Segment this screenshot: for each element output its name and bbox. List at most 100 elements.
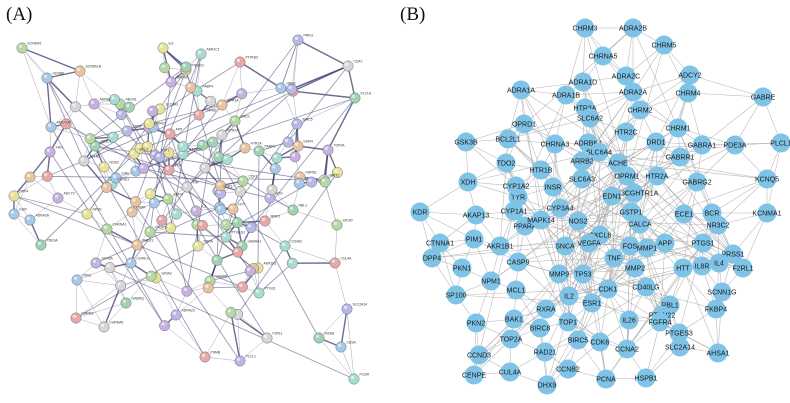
protein-node[interactable] [81, 208, 93, 220]
protein-node[interactable] [199, 162, 211, 174]
protein-node[interactable] [171, 208, 182, 220]
protein-node[interactable] [165, 222, 177, 234]
protein-node[interactable] [192, 240, 204, 252]
node-fos[interactable]: FOS [620, 236, 640, 256]
node-gabre[interactable]: GABRE [751, 87, 776, 107]
protein-node[interactable] [253, 145, 265, 157]
protein-node[interactable] [164, 128, 176, 140]
protein-node[interactable] [341, 303, 353, 315]
node-cd40lg[interactable]: CD40LG [632, 277, 660, 297]
node-rad21[interactable]: RAD21 [534, 342, 557, 362]
node-pim1[interactable]: PIM1 [464, 229, 484, 249]
node-ppara[interactable]: PPARA [513, 216, 537, 236]
protein-node[interactable] [52, 192, 64, 204]
node-birc5[interactable]: BIRC5 [568, 330, 589, 350]
node-pkn2[interactable]: PKN2 [466, 313, 486, 333]
protein-node[interactable] [234, 185, 246, 197]
node-chrm5[interactable]: CHRM5 [652, 35, 677, 55]
protein-node[interactable] [293, 177, 305, 189]
node-top1[interactable]: TOP1 [558, 312, 578, 332]
node-pkn1[interactable]: PKN1 [452, 258, 472, 278]
protein-node[interactable] [70, 101, 81, 113]
protein-node[interactable] [232, 217, 243, 229]
node-bak1[interactable]: BAK1 [504, 309, 524, 329]
protein-node[interactable] [292, 140, 304, 152]
protein-node[interactable] [245, 222, 257, 233]
protein-node[interactable] [286, 257, 298, 269]
node-dhx9[interactable]: DHX9 [537, 375, 557, 395]
protein-node[interactable] [211, 254, 223, 266]
protein-node[interactable] [331, 219, 343, 231]
node-ahsa1[interactable]: AHSA1 [707, 343, 730, 363]
protein-node[interactable] [78, 155, 90, 167]
node-ccna2[interactable]: CCNA2 [615, 339, 639, 359]
protein-node[interactable] [261, 332, 273, 344]
protein-node[interactable] [181, 285, 193, 297]
node-top2a[interactable]: TOP2A [500, 329, 523, 349]
node-cenpe[interactable]: CENPE [462, 365, 486, 385]
node-ccnb2[interactable]: CCNB2 [556, 359, 580, 379]
node-ptges3[interactable]: PTGES3 [665, 323, 693, 343]
node-drd1[interactable]: DRD1 [646, 132, 666, 152]
protein-node[interactable] [88, 98, 100, 110]
node-app[interactable]: APP [655, 233, 675, 253]
node-slc2a14[interactable]: SLC2A14 [665, 337, 695, 357]
protein-node[interactable] [101, 223, 113, 235]
protein-node[interactable] [322, 144, 334, 156]
protein-node[interactable] [163, 164, 175, 176]
node-arrb2[interactable]: ARRB2 [570, 151, 594, 171]
node-cyp3a4[interactable]: CYP3A4 [547, 198, 574, 218]
node-htr2c[interactable]: HTR2C [614, 122, 638, 142]
node-ptgs1[interactable]: PTGS1 [692, 233, 715, 253]
protein-node[interactable] [16, 42, 28, 54]
protein-node[interactable] [123, 101, 135, 113]
node-casp9[interactable]: CASP9 [507, 252, 530, 272]
node-slc6a2[interactable]: SLC6A2 [577, 108, 603, 128]
node-tdo2[interactable]: TDO2 [496, 153, 516, 173]
protein-node[interactable] [70, 312, 82, 324]
node-npm1[interactable]: NPM1 [481, 271, 501, 291]
node-adra1b[interactable]: ADRA1B [552, 85, 580, 105]
protein-node[interactable] [319, 176, 331, 188]
node-chrna3[interactable]: CHRNA3 [541, 134, 570, 154]
node-hspb1[interactable]: HSPB1 [635, 368, 658, 388]
node-htt[interactable]: HTT [673, 258, 693, 278]
protein-node[interactable] [207, 136, 219, 148]
protein-node[interactable] [159, 320, 170, 332]
protein-node[interactable] [253, 287, 265, 299]
protein-node[interactable] [8, 208, 20, 220]
node-pde3a[interactable]: PDE3A [724, 135, 747, 155]
protein-node[interactable] [234, 355, 246, 367]
node-ece1[interactable]: ECE1 [674, 204, 694, 224]
node-mcl1[interactable]: MCL1 [506, 280, 526, 300]
node-birc8[interactable]: BIRC8 [530, 318, 551, 338]
node-tnf[interactable]: TNF [604, 248, 624, 268]
node-calca[interactable]: CALCA [628, 214, 652, 234]
node-edn1[interactable]: EDN1 [602, 186, 622, 206]
protein-node[interactable] [232, 246, 244, 258]
protein-node[interactable] [202, 282, 214, 294]
node-plcl1[interactable]: PLCL1 [770, 133, 790, 153]
protein-node[interactable] [45, 121, 57, 133]
protein-node[interactable] [225, 307, 237, 318]
node-scnn1g[interactable]: SCNN1G [707, 282, 737, 302]
node-chrm3[interactable]: CHRM3 [573, 18, 598, 38]
node-ccnd3[interactable]: CCND3 [467, 345, 491, 365]
protein-node[interactable] [287, 204, 299, 216]
protein-node[interactable] [165, 76, 177, 88]
node-gsk3b[interactable]: GSK3B [454, 132, 478, 152]
node-cul4a[interactable]: CUL4A [499, 362, 522, 382]
node-chrm2[interactable]: CHRM2 [628, 100, 653, 120]
node-akap13[interactable]: AKAP13 [463, 205, 490, 225]
node-mmp2[interactable]: MMP2 [625, 258, 645, 278]
protein-node[interactable] [41, 72, 53, 84]
node-fgfr4[interactable]: FGFR4 [649, 312, 672, 332]
protein-node[interactable] [121, 125, 133, 137]
protein-node[interactable] [138, 162, 149, 174]
protein-node[interactable] [348, 373, 360, 385]
protein-node[interactable] [144, 226, 156, 238]
node-fkbp4[interactable]: FKBP4 [705, 299, 727, 319]
protein-node[interactable] [259, 215, 271, 227]
node-bcl2l1[interactable]: BCL2L1 [495, 129, 521, 149]
protein-node[interactable] [147, 105, 158, 117]
